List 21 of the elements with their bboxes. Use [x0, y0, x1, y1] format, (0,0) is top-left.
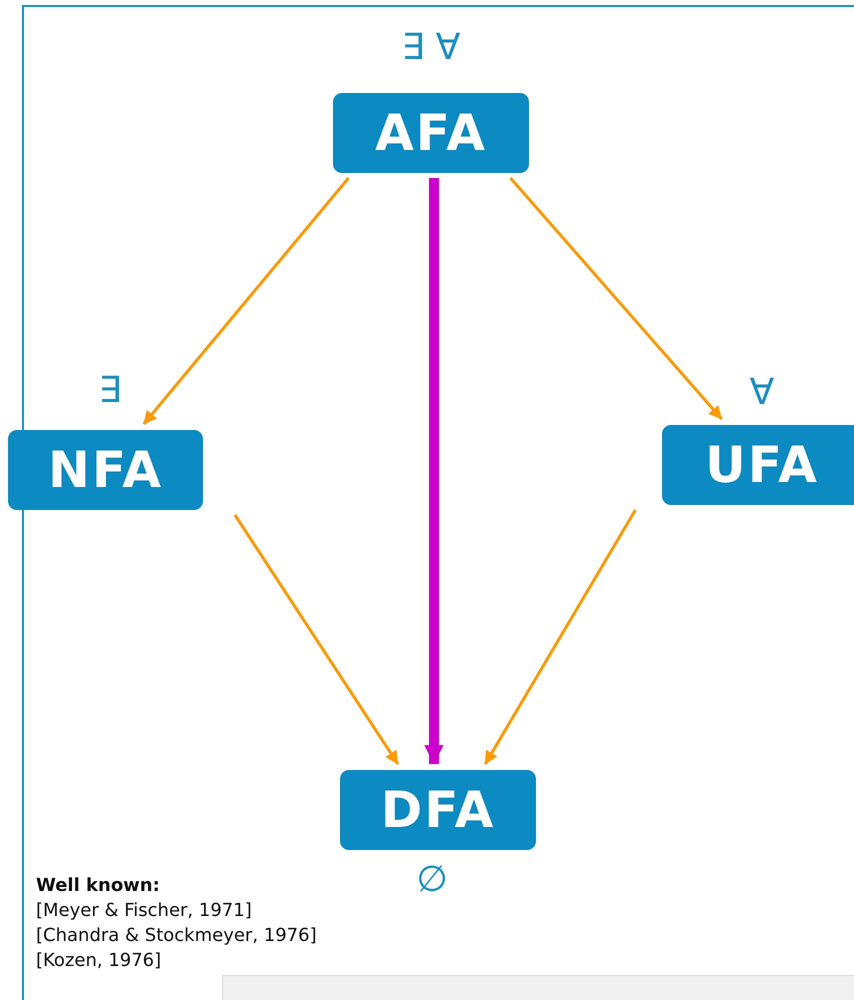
node-label: AFA [375, 104, 487, 162]
arrow [234, 514, 400, 765]
quantifier-symbol: ∀ [750, 375, 774, 411]
automaton-box [340, 770, 536, 850]
node-label: NFA [48, 441, 163, 499]
node-label: DFA [380, 781, 496, 839]
note-heading: Well known: [36, 874, 160, 898]
arrow [424, 178, 444, 764]
arrow [484, 509, 637, 765]
quantifier-symbol: ∃ ∀ [402, 30, 460, 66]
node-label: UFA [705, 436, 819, 494]
reference-text: [Meyer & Fischer, 1971] [36, 899, 252, 923]
arrow [142, 177, 350, 425]
automaton-box [8, 430, 203, 510]
automaton-box [333, 93, 529, 173]
reference-text: [Kozen, 1976] [36, 949, 162, 973]
reference-text: [Chandra & Stockmeyer, 1976] [36, 924, 317, 948]
arrow [509, 177, 723, 420]
quantifier-symbol: ∃ [98, 373, 122, 409]
quantifier-symbol: ∅ [416, 862, 448, 898]
automaton-box [662, 425, 854, 505]
